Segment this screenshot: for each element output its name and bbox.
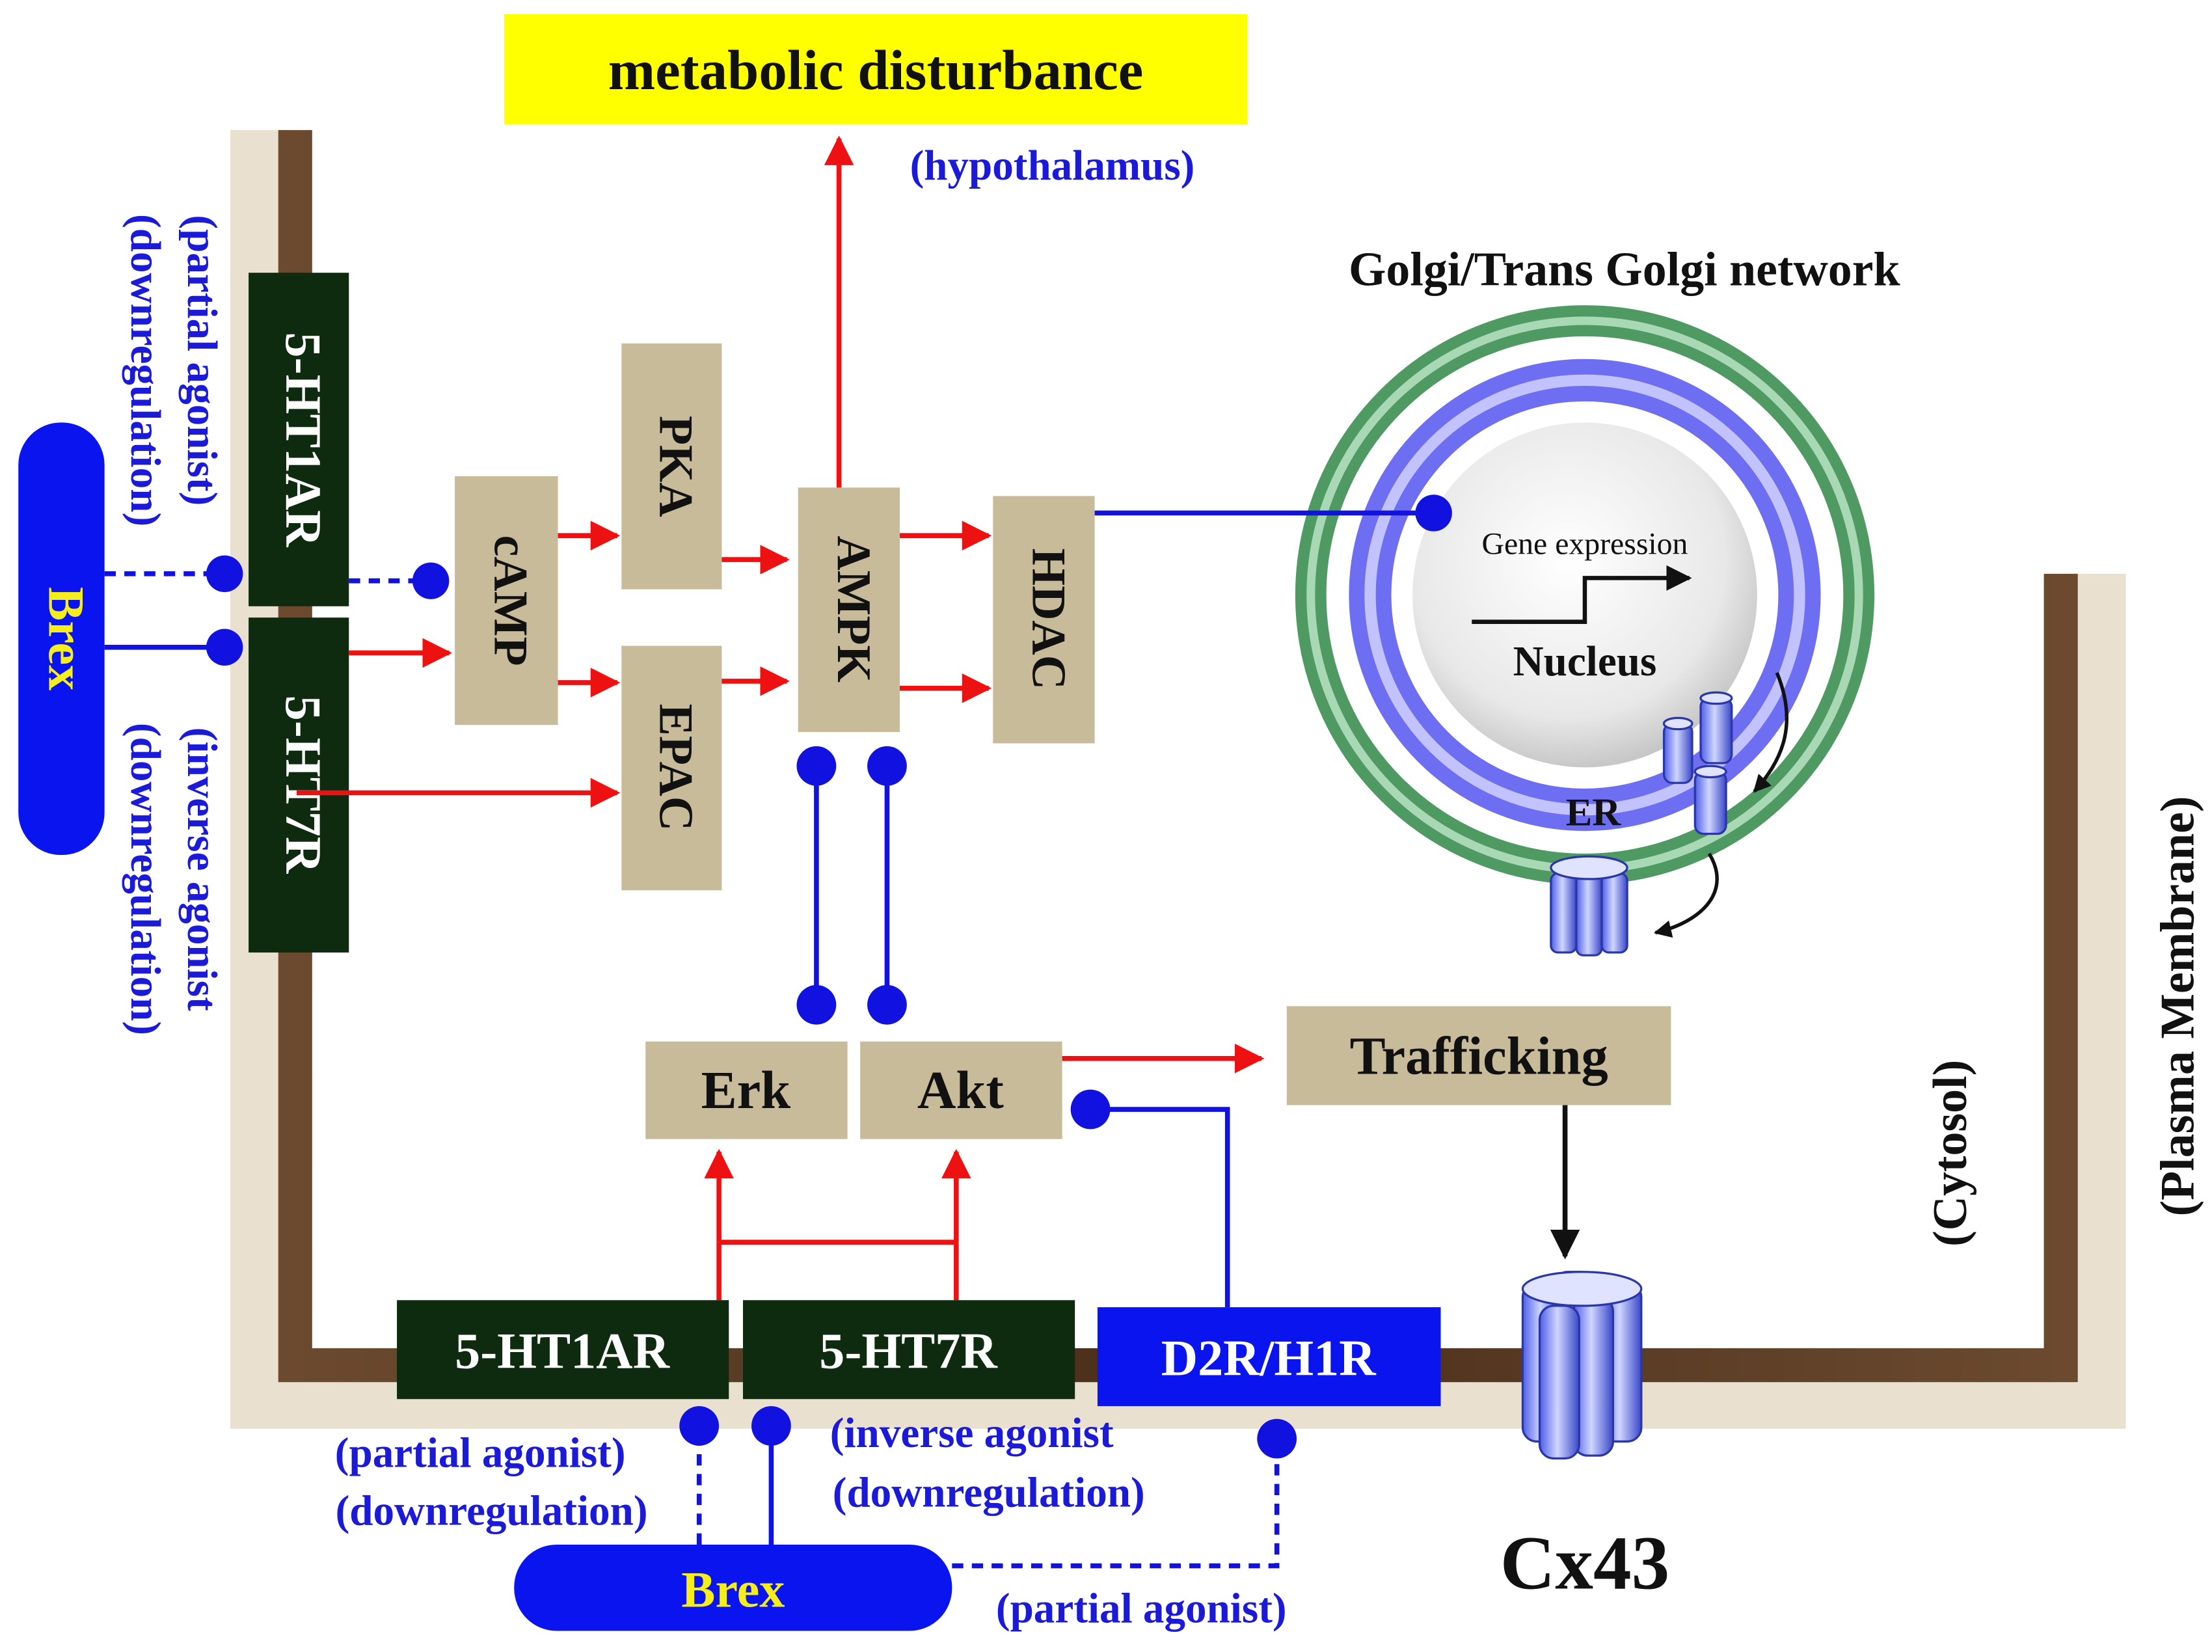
title-box <box>504 14 1248 125</box>
brex-left-label: Brex <box>38 587 94 690</box>
receptor-d2r-h1r <box>1097 1307 1441 1407</box>
node-ampk-label: AMPK <box>828 535 881 683</box>
node-erk-label: Erk <box>701 1060 791 1120</box>
left-r2-note-1: (inverse agonist <box>178 727 225 1011</box>
brex-left-5ht7r-dot <box>206 629 243 666</box>
receptor-5ht7r-left <box>249 617 349 953</box>
node-camp <box>455 476 558 725</box>
gene-expression-arrow <box>1472 565 1692 624</box>
left-r1-note-2: (downregulation) <box>122 214 169 526</box>
receptor-5ht1ar-left-label: 5-HT1AR <box>275 332 332 548</box>
plasma-membrane <box>230 129 2126 1429</box>
5ht1ar-camp-dot <box>412 562 450 599</box>
node-pka <box>621 343 722 589</box>
connexon-golgi-icon <box>1550 855 1628 956</box>
er-label: ER <box>1566 791 1622 834</box>
plasma-membrane-label: (Plasma Membrane) <box>2151 796 2204 1216</box>
bottom-r3-note: (partial agonist) <box>996 1585 1287 1632</box>
hdac-nucleus-dot <box>1415 494 1452 532</box>
brex-left <box>18 422 105 856</box>
node-hdac <box>993 496 1095 744</box>
receptor-5ht1ar-left <box>249 273 349 606</box>
node-trafficking-label: Trafficking <box>1350 1026 1608 1086</box>
left-r2-note-2: (downregulation) <box>122 723 169 1035</box>
node-akt-label: Akt <box>917 1060 1004 1120</box>
node-akt <box>860 1041 1062 1139</box>
ampk-erk-dot-top <box>796 746 837 786</box>
receptor-5ht7r-bottom <box>742 1300 1075 1400</box>
brex-bottom-5ht7r-dot <box>751 1406 791 1446</box>
brex-bottom-d2r-dot <box>1257 1418 1297 1459</box>
receptor-5ht1ar-bottom-label: 5-HT1AR <box>455 1322 670 1379</box>
d2r-akt-dot <box>1070 1089 1111 1130</box>
connexin-er-2-icon <box>1693 765 1727 835</box>
trafficking-arrow-1 <box>1753 671 1789 793</box>
title-text: metabolic disturbance <box>608 39 1144 102</box>
brex-bottom <box>514 1544 952 1631</box>
bottom-r1-note-1: (partial agonist) <box>335 1430 626 1477</box>
ampk-akt-dot-bottom <box>867 984 907 1025</box>
receptor-5ht1ar-bottom <box>397 1300 729 1400</box>
node-erk <box>645 1041 848 1139</box>
er-ring-highlight <box>1364 374 1805 816</box>
receptor-d2r-h1r-label: D2R/H1R <box>1161 1329 1377 1386</box>
trafficking-arrow-2 <box>1653 852 1719 938</box>
left-r1-note-1: (partial agonist) <box>178 215 225 506</box>
brex-bottom-5ht1ar-dot <box>679 1406 720 1446</box>
cytosol-label: (Cytosol) <box>1923 1060 1976 1247</box>
node-epac <box>621 645 722 891</box>
brex-bottom-label: Brex <box>681 1562 785 1618</box>
brex-left-5ht1ar-dot <box>206 555 243 593</box>
gene-expression-label: Gene expression <box>1481 526 1688 561</box>
bottom-r2-note-1: (inverse agonist <box>830 1410 1114 1457</box>
ampk-erk-dot-bottom <box>796 984 837 1025</box>
d2r-to-akt <box>1090 1107 1230 1308</box>
node-pka-label: PKA <box>649 416 703 517</box>
cx43-label: Cx43 <box>1500 1521 1670 1605</box>
brex-bottom-to-d2r <box>952 1441 1280 1569</box>
bottom-r1-note-2: (downregulation) <box>336 1488 648 1535</box>
node-epac-label: EPAC <box>649 704 703 832</box>
node-hdac-label: HDAC <box>1023 548 1076 690</box>
5ht1ar-to-erk-akt <box>716 1239 959 1301</box>
node-trafficking <box>1286 1006 1671 1105</box>
node-camp-label: cAMP <box>484 535 537 666</box>
ampk-akt-dot-top <box>867 746 907 786</box>
nucleus-label: Nucleus <box>1513 638 1657 685</box>
golgi-label: Golgi/Trans Golgi network <box>1349 243 1900 296</box>
bottom-r2-note-2: (downregulation) <box>833 1469 1145 1516</box>
node-ampk <box>798 487 900 733</box>
connexin-er-1-icon <box>1662 691 1733 784</box>
hypothalamus-label: (hypothalamus) <box>910 142 1195 189</box>
receptor-5ht7r-left-label: 5-HT7R <box>275 696 332 874</box>
cx43-channel-icon <box>1521 1271 1643 1460</box>
receptor-5ht7r-bottom-label: 5-HT7R <box>819 1322 998 1379</box>
